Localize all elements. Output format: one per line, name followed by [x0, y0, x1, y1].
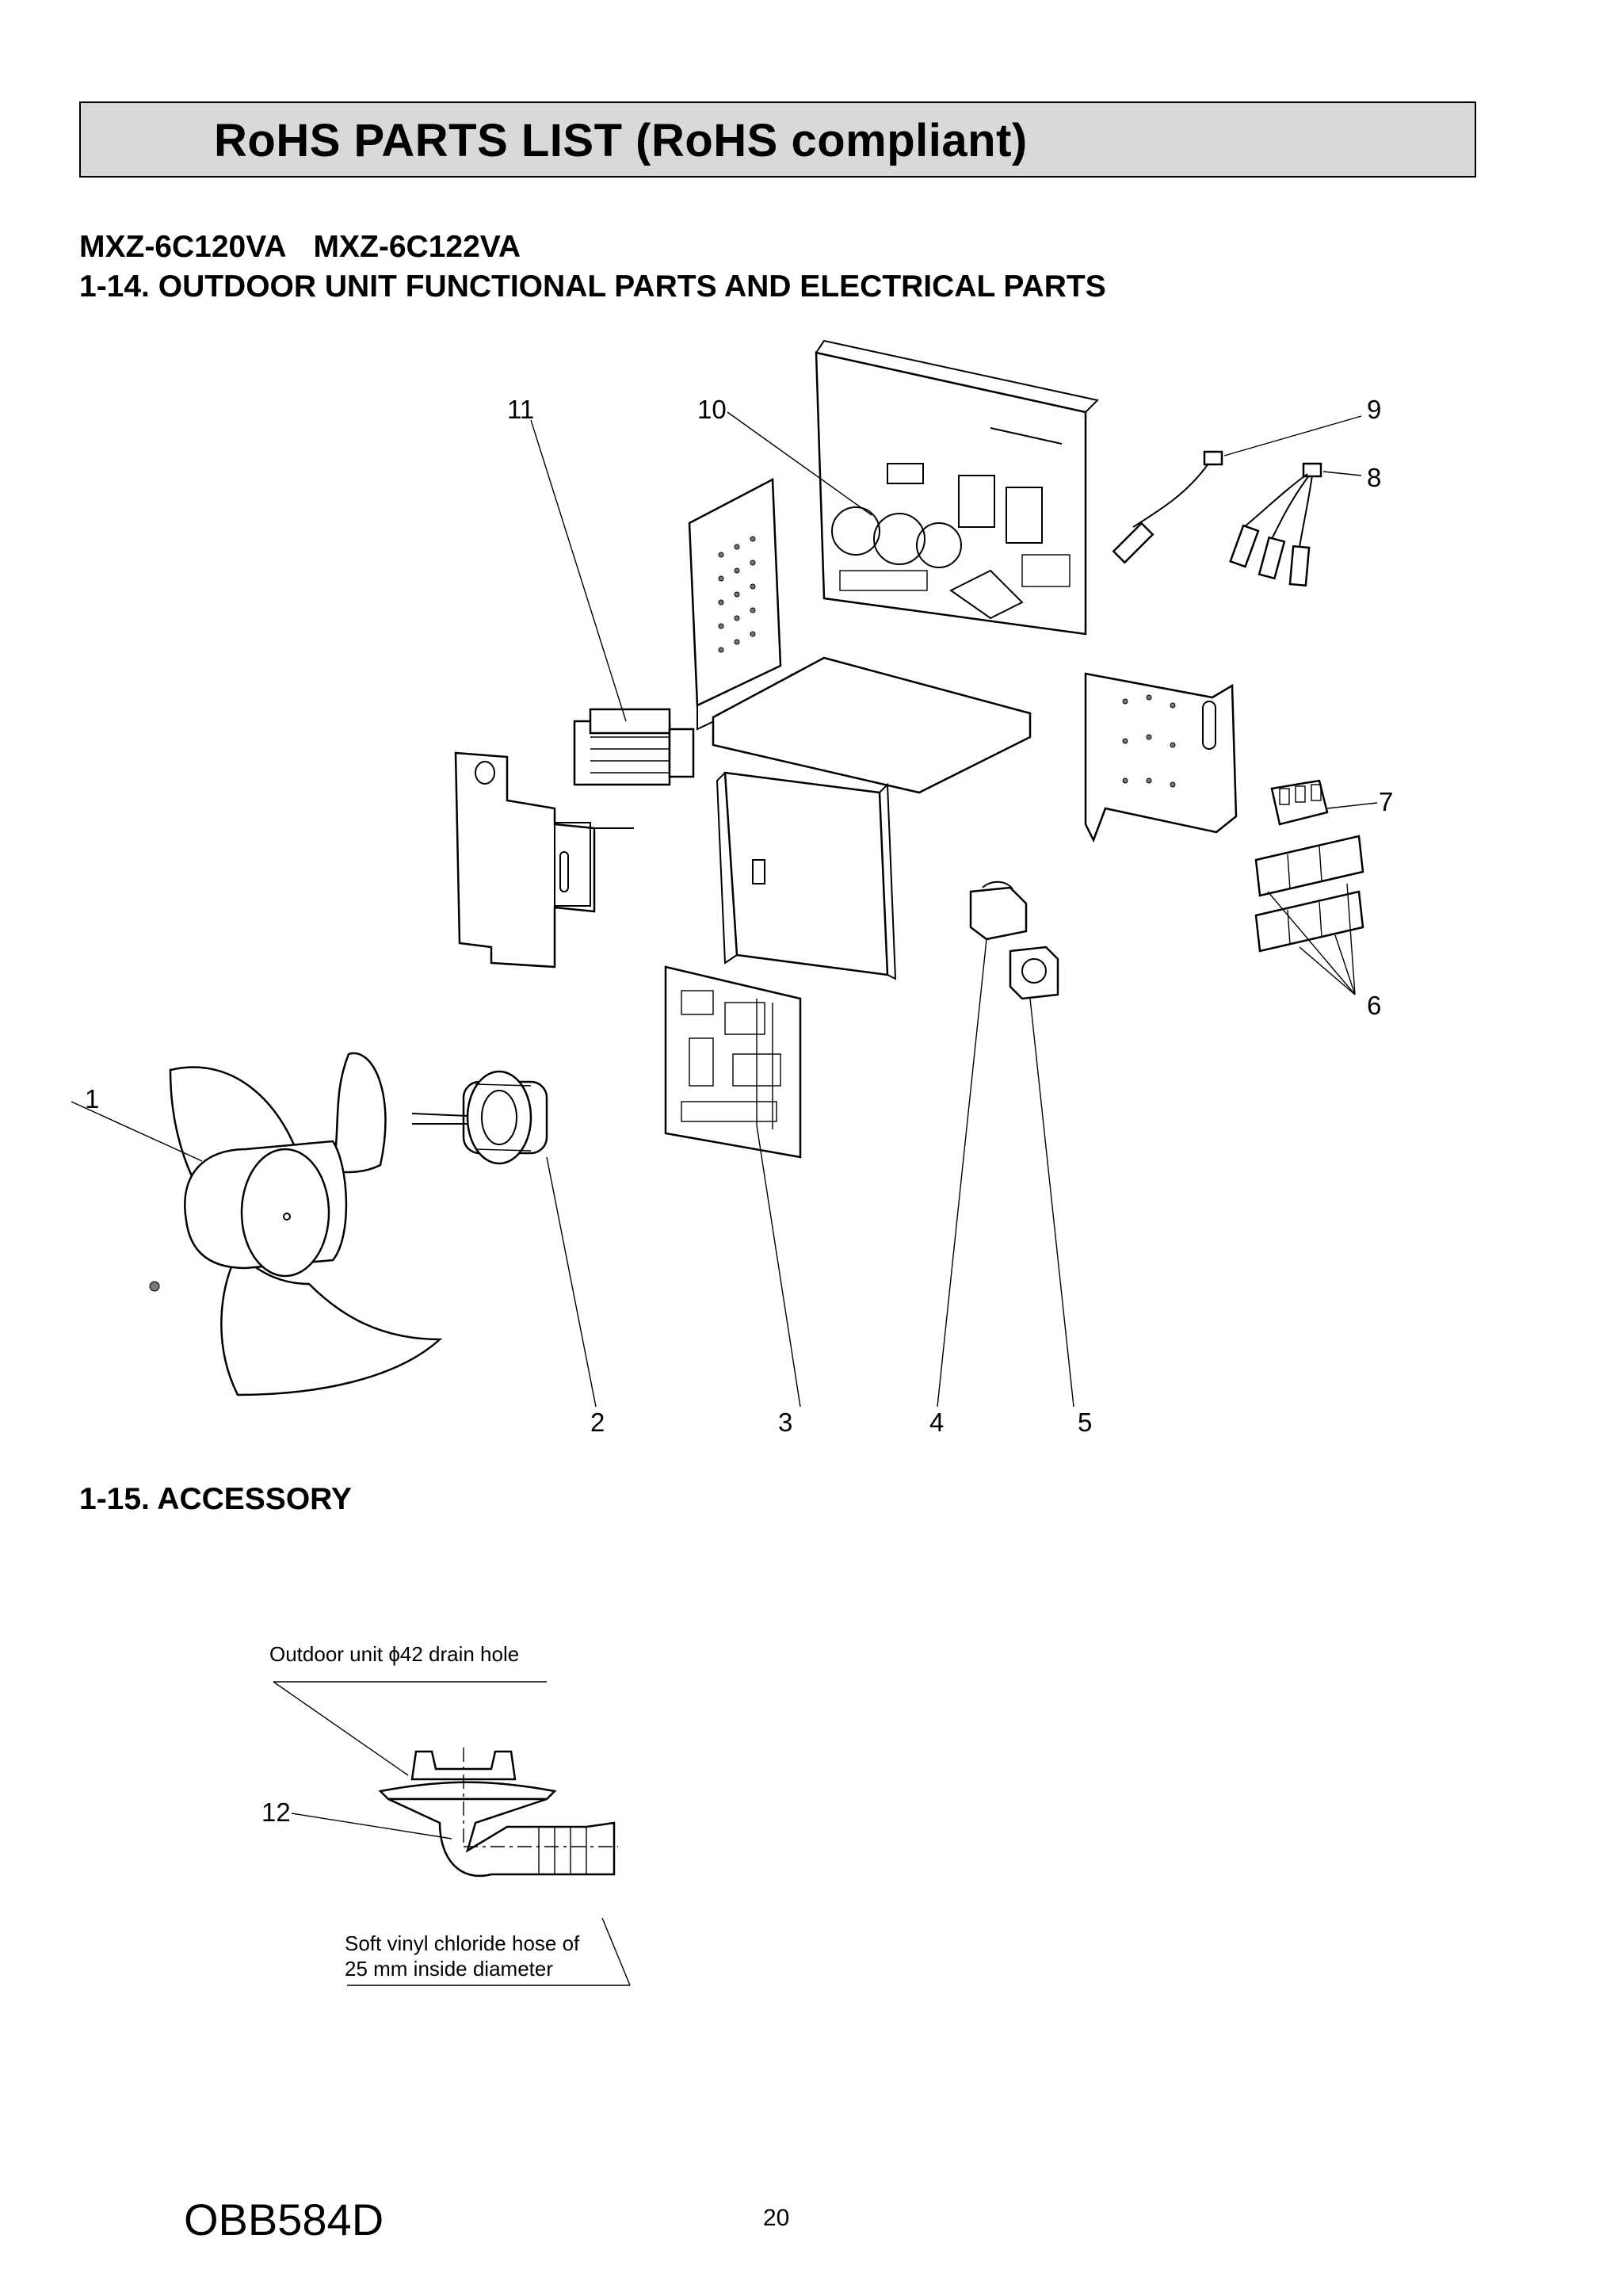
callout-3: 3 — [778, 1408, 793, 1437]
mesh-pattern — [718, 536, 756, 653]
section-heading-functional-parts: 1-14. OUTDOOR UNIT FUNCTIONAL PARTS AND … — [79, 269, 1106, 304]
drain-hole-note: Outdoor unit ϕ42 drain hole — [269, 1642, 520, 1666]
terminal-block-drawing — [1270, 779, 1329, 826]
document-code: OBB584D — [184, 2195, 384, 2244]
callout-2: 2 — [590, 1408, 605, 1437]
reactor-drawing — [573, 708, 695, 786]
leader-lines — [71, 411, 1378, 1408]
thermistor-drawing — [1112, 450, 1322, 587]
control-pcb-drawing — [664, 965, 802, 1159]
callout-6: 6 — [1367, 991, 1382, 1020]
terminal-blocks-drawing — [1254, 835, 1364, 953]
left-bracket-drawing — [454, 751, 634, 968]
electrical-box-cover-drawing — [688, 339, 1100, 794]
callout-11: 11 — [507, 395, 535, 424]
page-title: RoHS PARTS LIST (RoHS compliant) — [214, 115, 1028, 166]
title-bar: RoHS PARTS LIST (RoHS compliant) — [79, 101, 1476, 178]
pcb-enclosure-drawing — [716, 771, 897, 980]
callout-8: 8 — [1367, 463, 1382, 492]
model-number: MXZ-6C120VA — [79, 230, 287, 264]
propeller-fan-drawing — [149, 1052, 443, 1396]
terminal-bracket-drawing — [1084, 672, 1238, 843]
callout-12: 12 — [261, 1797, 291, 1827]
callout-4: 4 — [929, 1408, 945, 1437]
callout-1: 1 — [85, 1084, 100, 1114]
model-numbers: MXZ-6C120VA MXZ-6C122VA — [79, 230, 521, 265]
callout-10: 10 — [697, 395, 727, 424]
model-number: MXZ-6C122VA — [313, 230, 521, 264]
callout-5: 5 — [1078, 1408, 1093, 1437]
page-number: 20 — [763, 2205, 790, 2231]
section-heading-accessory: 1-15. ACCESSORY — [79, 1482, 352, 1516]
fan-motor-drawing — [411, 1070, 548, 1165]
hose-note-line-2: 25 mm inside diameter — [345, 1957, 553, 1981]
callout-7: 7 — [1379, 787, 1394, 816]
hose-note-line-1: Soft vinyl chloride hose of — [345, 1931, 580, 1955]
callout-9: 9 — [1367, 395, 1382, 424]
relay-drawing — [969, 881, 1059, 1000]
